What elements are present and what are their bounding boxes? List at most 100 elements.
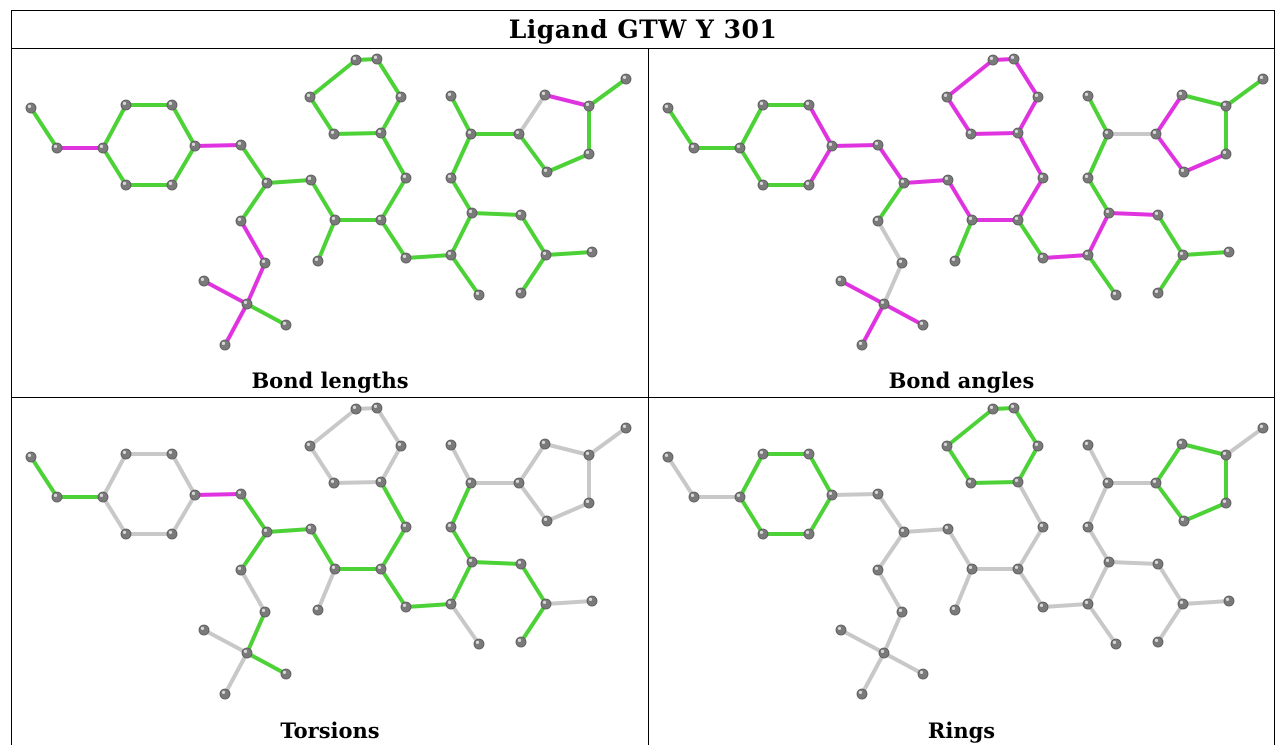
bond-c5-c6 xyxy=(945,444,973,485)
atom-f4 xyxy=(513,477,525,489)
bond-f9-f4 xyxy=(1154,132,1186,174)
atom-shine-c4 xyxy=(397,93,402,97)
atom-b4 xyxy=(329,214,341,226)
atom-b5 xyxy=(312,255,324,267)
atom-a1 xyxy=(662,451,674,463)
bond-f5-f6 xyxy=(1180,93,1228,108)
atom-c6 xyxy=(941,91,953,103)
atom-c3 xyxy=(371,402,383,414)
bond-d1-d2 xyxy=(876,219,904,265)
bond-d3-d4 xyxy=(202,628,249,655)
bond-f6-f7 xyxy=(1224,426,1265,457)
atom-shine-a4 xyxy=(759,450,764,454)
atom-shine-b1 xyxy=(874,141,879,145)
atom-a1 xyxy=(25,102,37,114)
bond-b3-b4 xyxy=(946,527,974,571)
bond-f6-f7 xyxy=(587,426,628,457)
atom-d6 xyxy=(856,688,868,700)
atom-shine-e6 xyxy=(1179,251,1184,255)
atom-f8 xyxy=(1220,148,1232,160)
bond-e4-f1 xyxy=(449,525,474,564)
atom-e8 xyxy=(1152,287,1164,299)
atom-a4 xyxy=(120,448,132,460)
atom-f8 xyxy=(583,148,595,160)
atom-e6 xyxy=(540,598,552,610)
atom-shine-c2 xyxy=(989,405,994,409)
atom-c1 xyxy=(1012,127,1024,139)
bond-e6-e8 xyxy=(519,602,548,644)
atom-shine-a3 xyxy=(736,493,741,497)
atom-shine-e2 xyxy=(1084,251,1089,255)
atom-a4 xyxy=(757,99,769,111)
atom-shine-f4 xyxy=(1152,130,1157,134)
atom-shine-e1 xyxy=(1039,254,1044,258)
atom-shine-f1 xyxy=(447,174,452,178)
atom-d5 xyxy=(917,668,929,680)
atom-shine-f4 xyxy=(515,479,520,483)
atom-shine-f9 xyxy=(543,168,548,172)
atom-e4 xyxy=(1103,556,1115,568)
atom-e6 xyxy=(540,249,552,261)
atom-shine-f6 xyxy=(585,451,590,455)
atom-c1 xyxy=(1012,476,1024,488)
bond-a5-a6 xyxy=(807,103,834,148)
atom-shine-d2 xyxy=(898,259,903,263)
bond-b3-b4 xyxy=(946,178,974,222)
atom-e2 xyxy=(1082,249,1094,261)
atom-shine-b5 xyxy=(314,606,319,610)
atom-e4 xyxy=(466,207,478,219)
bond-a3-a4 xyxy=(738,103,765,150)
atom-e8 xyxy=(1152,636,1164,648)
atom-a4 xyxy=(120,99,132,111)
atom-f1 xyxy=(445,521,457,533)
bond-c1-c5 xyxy=(969,131,1020,136)
atom-a8 xyxy=(120,528,132,540)
atom-shine-c3 xyxy=(1010,404,1015,408)
atom-shine-f7 xyxy=(1259,75,1264,79)
panel-bond-angles xyxy=(662,53,1269,351)
atom-c2 xyxy=(987,54,999,66)
atom-f1 xyxy=(445,172,457,184)
bond-b4-b5 xyxy=(953,218,974,263)
atom-shine-e4 xyxy=(468,558,473,562)
atom-shine-a1 xyxy=(27,104,32,108)
atom-shine-c6 xyxy=(306,93,311,97)
bond-c4-c1 xyxy=(1016,95,1040,135)
bond-f4-f5 xyxy=(517,93,547,136)
atom-shine-d5 xyxy=(919,321,924,325)
atom-shine-e3 xyxy=(475,640,480,644)
atom-shine-c4 xyxy=(1034,442,1039,446)
bond-e5-e6 xyxy=(1156,562,1185,606)
atom-shine-d1 xyxy=(874,217,879,221)
atom-shine-e4 xyxy=(1105,209,1110,213)
atom-d3 xyxy=(241,647,253,659)
atom-shine-f2 xyxy=(467,479,472,483)
atom-shine-b3 xyxy=(307,176,312,180)
bond-c3-c4 xyxy=(1012,406,1040,448)
bond-a5-a6 xyxy=(807,452,834,497)
bond-f8-f9 xyxy=(545,152,591,174)
atom-f8 xyxy=(1220,497,1232,509)
atom-d6 xyxy=(219,339,231,351)
atom-e8 xyxy=(515,287,527,299)
atom-shine-d6 xyxy=(858,690,863,694)
atom-shine-a6 xyxy=(191,491,196,495)
bond-a3-a4 xyxy=(101,103,128,150)
atom-a5 xyxy=(166,448,178,460)
atom-shine-d2 xyxy=(261,608,266,612)
atom-c3 xyxy=(1008,402,1020,414)
atom-d3 xyxy=(878,298,890,310)
bond-c6-c2 xyxy=(945,58,995,99)
atom-c1 xyxy=(375,476,387,488)
atom-shine-f7 xyxy=(622,75,627,79)
atom-e3 xyxy=(1110,289,1122,301)
atom-shine-f7 xyxy=(1259,424,1264,428)
atom-d6 xyxy=(856,339,868,351)
atom-shine-d3 xyxy=(880,649,885,653)
bond-b7-c1 xyxy=(1016,131,1045,180)
atom-b7 xyxy=(400,172,412,184)
bond-d2-d3 xyxy=(882,261,904,306)
atom-f3 xyxy=(1082,90,1094,102)
atom-f4 xyxy=(513,128,525,140)
atom-f9 xyxy=(541,515,553,527)
